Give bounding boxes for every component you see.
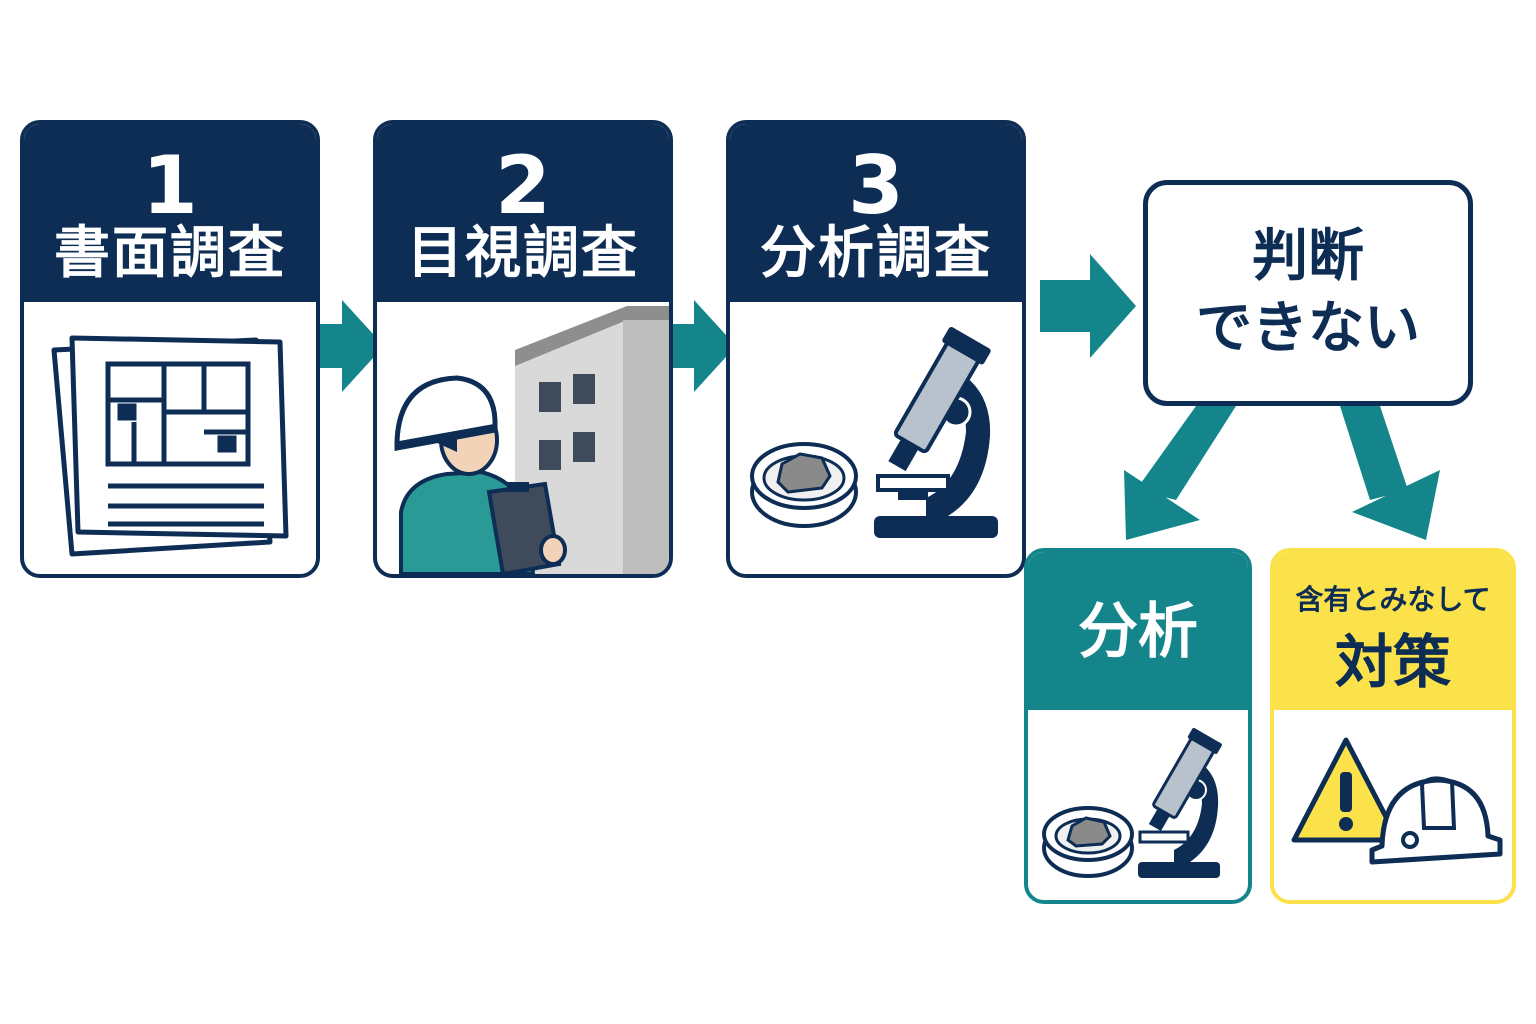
step-2-header: 2 目視調査 — [377, 124, 669, 302]
microscope-sample-icon — [750, 327, 998, 538]
step-2-label: 目視調査 — [407, 221, 639, 286]
step-2-number: 2 — [495, 139, 551, 232]
microscope-sample-icon-small — [1042, 727, 1222, 878]
step-1-header: 1 書面調査 — [24, 124, 316, 302]
decision-line-1: 判断 — [1252, 224, 1364, 289]
decision-box: 判断 できない — [1143, 180, 1473, 406]
step-1-label: 書面調査 — [54, 221, 286, 286]
step-card-1: 1 書面調査 — [20, 120, 320, 578]
step-3-number: 3 — [848, 139, 904, 232]
analysis-header: 分析 — [1028, 552, 1248, 710]
arrow-1-to-2 — [318, 300, 384, 392]
countermeasure-header: 含有とみなして 対策 — [1274, 552, 1512, 710]
arrow-2-to-3 — [670, 300, 736, 392]
countermeasure-illustration — [1274, 710, 1512, 900]
arrow-decision-to-analysis — [1124, 406, 1236, 540]
step-3-header: 3 分析調査 — [730, 124, 1022, 302]
step-3-illustration — [730, 302, 1022, 574]
warning-helmet-icon — [1291, 737, 1503, 865]
inspector-building-icon — [394, 306, 669, 574]
step-card-3: 3 分析調査 — [726, 120, 1026, 578]
step-card-2: 2 目視調査 — [373, 120, 673, 578]
step-1-number: 1 — [142, 139, 198, 232]
floor-plan-document-icon — [51, 335, 289, 557]
countermeasure-label-small: 含有とみなして — [1295, 583, 1491, 616]
countermeasure-label-large: 対策 — [1334, 628, 1451, 696]
analysis-label: 分析 — [1078, 597, 1198, 667]
result-card-countermeasure: 含有とみなして 対策 — [1270, 548, 1516, 904]
step-3-label: 分析調査 — [760, 221, 992, 286]
decision-line-2: できない — [1196, 296, 1420, 361]
step-2-illustration — [377, 302, 669, 574]
arrow-3-to-decision — [1040, 254, 1136, 358]
result-card-analysis: 分析 — [1024, 548, 1252, 904]
step-1-illustration — [24, 302, 316, 574]
arrow-decision-to-countermeasure — [1340, 406, 1440, 540]
analysis-illustration — [1028, 710, 1248, 900]
